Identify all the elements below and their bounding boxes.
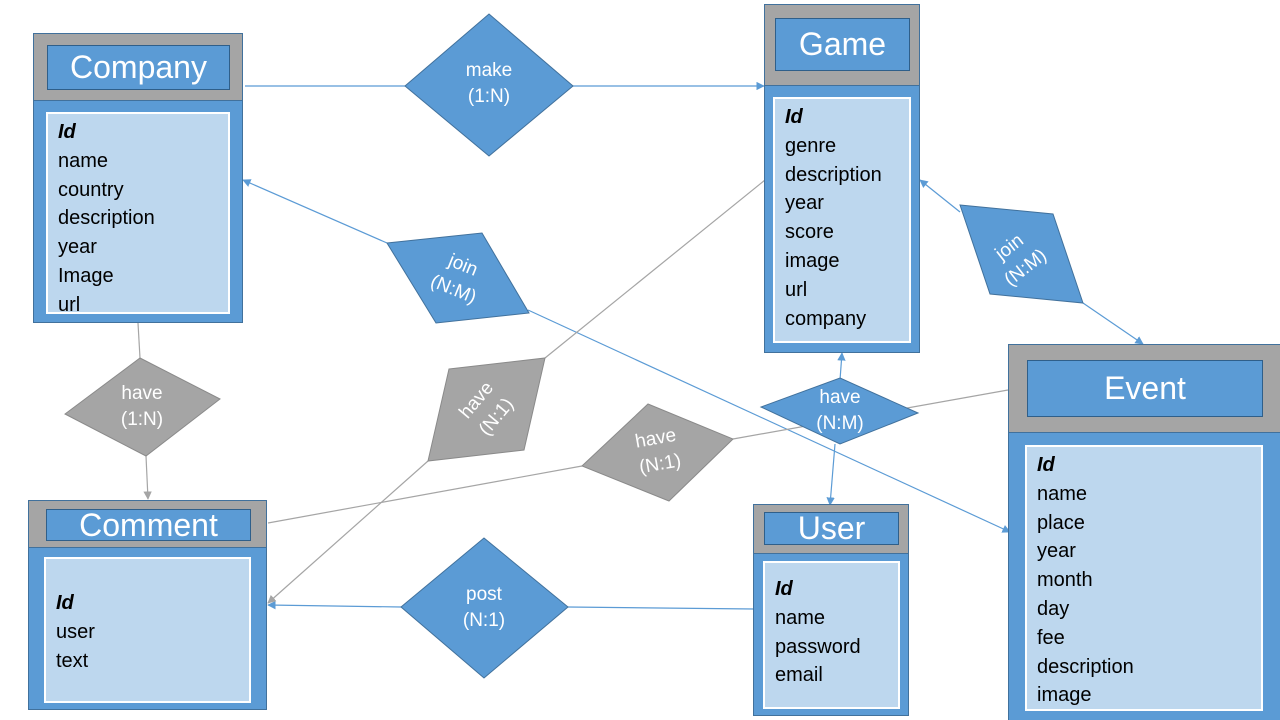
attribute-primary-key: Id — [785, 106, 803, 128]
attribute-list: Id genre description year score image ur… — [773, 97, 911, 343]
relationship-name: have — [819, 387, 861, 408]
entity-title: Event — [1027, 360, 1263, 417]
relationship-cardinality: (N:M) — [816, 413, 864, 434]
attribute: place — [1037, 511, 1085, 534]
relationship-join-company-event-diamond[interactable] — [386, 232, 530, 324]
connector-join-game — [919, 179, 961, 213]
attribute: email — [775, 664, 823, 687]
attribute: genre — [785, 134, 837, 157]
entity-title: User — [764, 510, 899, 546]
relationship-post-diamond[interactable] — [400, 537, 569, 679]
connector-have-comment-3 — [267, 465, 583, 524]
relationship-join-game-event-diamond[interactable] — [959, 204, 1084, 304]
relationship-cardinality: (1:N) — [467, 86, 511, 107]
connector-post-comment — [267, 600, 402, 610]
attribute: day — [1037, 597, 1070, 620]
entity-event[interactable]: Event Id name place year month day fee d… — [1008, 344, 1280, 720]
attribute: description — [58, 207, 155, 230]
attribute-list: Id user text — [44, 557, 251, 703]
attribute-list: Id name country description year Image u… — [46, 112, 230, 316]
relationship-cardinality: (1:N) — [120, 409, 164, 430]
relationship-make-diamond[interactable] — [404, 13, 574, 157]
attribute: description — [1037, 655, 1134, 678]
connector-company-have — [137, 322, 141, 359]
relationship-cardinality: (N:1) — [462, 610, 506, 631]
attribute: image — [785, 249, 840, 272]
attribute: name — [58, 149, 109, 172]
connector-game-have — [544, 179, 766, 359]
connector-have-user — [826, 443, 836, 506]
attribute-list: Id name place year month day fee descrip… — [1025, 445, 1263, 711]
relationship-name: post — [466, 584, 502, 605]
attribute: description — [785, 163, 882, 186]
attribute-list: Id name password email — [763, 561, 900, 709]
attribute: Image — [58, 264, 114, 287]
relationship-make-label: make (1:N) — [439, 58, 539, 110]
attribute-primary-key: Id — [58, 121, 76, 143]
relationship-name: make — [465, 60, 513, 81]
connector-join-event-2 — [1082, 302, 1144, 345]
entity-company[interactable]: Company Id name country description year… — [33, 33, 243, 323]
attribute: year — [785, 192, 824, 215]
relationship-have-game-user-label: have (N:M) — [790, 385, 890, 437]
connector-user-post — [567, 606, 755, 610]
attribute: image — [1037, 684, 1092, 707]
attribute: name — [775, 606, 826, 629]
attribute: year — [1037, 540, 1076, 563]
connector-join-event — [527, 309, 1011, 533]
attribute: year — [58, 236, 97, 259]
attribute-primary-key: Id — [1037, 454, 1055, 476]
attribute: text — [56, 649, 89, 672]
connector-have-comment-2 — [267, 460, 429, 604]
relationship-have-game-user-diamond[interactable] — [759, 377, 920, 445]
relationship-name: have — [121, 383, 163, 404]
relationship-post-label: post (N:1) — [434, 582, 534, 634]
connector-join-company — [242, 179, 388, 244]
connector-have-game — [837, 352, 846, 381]
attribute: url — [58, 293, 81, 316]
entity-title: Company — [47, 45, 230, 90]
attribute: url — [785, 278, 808, 301]
relationship-have-event-comment-diamond[interactable] — [581, 403, 734, 502]
attribute: month — [1037, 569, 1093, 592]
attribute-primary-key: Id — [775, 578, 793, 600]
relationship-have-company-comment-label: have (1:N) — [92, 381, 192, 433]
attribute: fee — [1037, 626, 1065, 649]
entity-title: Comment — [46, 507, 251, 543]
attribute: name — [1037, 482, 1088, 505]
attribute: country — [58, 178, 124, 201]
relationship-have-company-comment-diamond[interactable] — [64, 357, 221, 457]
entity-title: Game — [775, 18, 910, 71]
connector-have-comment — [143, 455, 152, 500]
entity-comment[interactable]: Comment Id user text — [28, 500, 267, 710]
attribute: score — [785, 221, 834, 244]
attribute: password — [775, 635, 861, 658]
attribute: user — [56, 620, 95, 643]
entity-game[interactable]: Game Id genre description year score ima… — [764, 4, 920, 353]
relationship-have-game-comment-diamond[interactable] — [427, 357, 546, 462]
attribute-primary-key: Id — [56, 592, 74, 614]
attribute: company — [785, 307, 867, 330]
entity-user[interactable]: User Id name password email — [753, 504, 909, 716]
